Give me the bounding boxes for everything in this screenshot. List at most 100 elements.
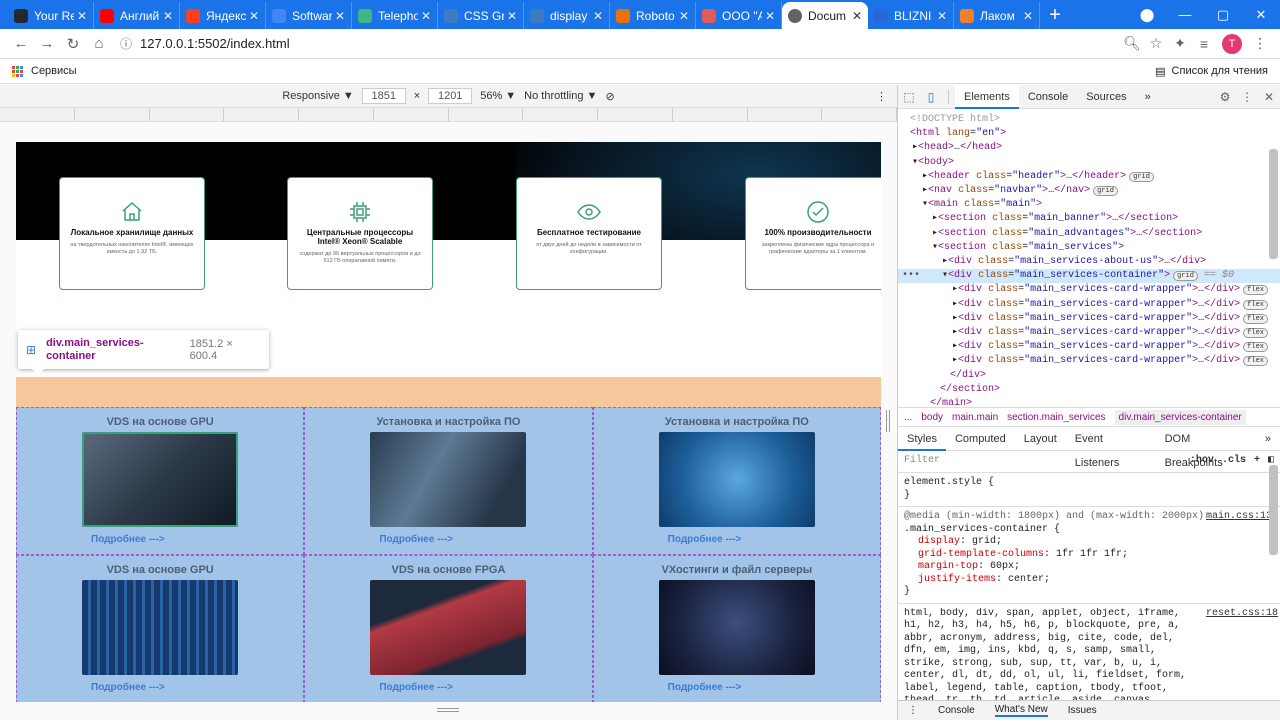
back-button[interactable]: ← xyxy=(13,35,29,52)
services-container-rule[interactable]: main.css:136 @media (min-width: 1800px) … xyxy=(898,507,1280,604)
breadcrumb-item[interactable]: main.main xyxy=(952,411,999,423)
browser-tab[interactable]: Яндекс✕ xyxy=(180,2,266,29)
tree-scrollbar[interactable] xyxy=(1269,149,1278,259)
drawer-tab-issues[interactable]: Issues xyxy=(1067,705,1097,716)
tree-line[interactable]: </section> xyxy=(940,383,1001,395)
browser-tab[interactable]: Telepho✕ xyxy=(352,2,438,29)
element-style-rule[interactable]: element.style { } xyxy=(898,473,1280,507)
tab-close-icon[interactable]: ✕ xyxy=(1023,8,1034,23)
tab-close-icon[interactable]: ✕ xyxy=(249,8,260,23)
devtools-tab-elements[interactable]: Elements xyxy=(955,84,1019,109)
reset-source-link[interactable]: reset.css:18 xyxy=(1205,607,1278,619)
styles-scrollbar[interactable] xyxy=(1269,465,1278,555)
browser-tab[interactable]: Лаком✕ xyxy=(954,2,1040,29)
devtools-tab-console[interactable]: Console xyxy=(1027,90,1069,103)
css-property[interactable]: justify-items: center; xyxy=(918,573,1051,585)
media-query-ruler[interactable] xyxy=(0,108,897,122)
browser-tab[interactable]: ООО "А✕ xyxy=(696,2,782,29)
tab-close-icon[interactable]: ✕ xyxy=(852,8,863,23)
tab-close-icon[interactable]: ✕ xyxy=(593,8,604,23)
subtab-event-listeners[interactable]: Event Listeners xyxy=(1074,432,1120,469)
browser-tab[interactable]: Docum✕ xyxy=(782,2,868,29)
tree-line[interactable]: ▸<header class="header">…</header>grid xyxy=(898,170,1280,184)
tree-line[interactable]: ▾<main class="main"> xyxy=(922,199,1043,211)
extensions-icon[interactable]: ✦ xyxy=(1174,35,1186,51)
filter-input[interactable]: Filter xyxy=(904,455,941,467)
device-toggle-icon[interactable]: ▯ xyxy=(927,89,935,104)
forward-button[interactable]: → xyxy=(39,35,55,52)
hover-state-toggle[interactable]: :hov xyxy=(1189,455,1214,467)
drawer-tab-console[interactable]: Console xyxy=(938,705,975,716)
service-more-link[interactable]: Подробнее ---> xyxy=(379,682,454,693)
tree-line[interactable]: ▸<div class="main_services-card-wrapper"… xyxy=(898,354,1280,368)
more-tabs-icon[interactable]: » xyxy=(1144,90,1151,103)
service-more-link[interactable]: Подробнее ---> xyxy=(667,534,742,545)
throttle-select[interactable]: No throttling ▼ xyxy=(524,90,598,102)
more-subtabs-icon[interactable]: » xyxy=(1264,432,1271,445)
subtab-computed[interactable]: Computed xyxy=(954,432,1006,445)
viewport-height-input[interactable]: 1201 xyxy=(428,88,473,104)
drawer-menu-icon[interactable]: ⋮ xyxy=(908,705,918,716)
computed-sidebar-icon[interactable]: ◧ xyxy=(1267,455,1274,467)
profile-avatar[interactable]: T xyxy=(1222,33,1242,54)
subtab-layout[interactable]: Layout xyxy=(1023,432,1057,445)
home-button[interactable]: ⌂ xyxy=(94,35,104,52)
horizontal-resize-handle[interactable] xyxy=(886,410,890,432)
tree-line[interactable]: ▸<div class="main_services-about-us">…</… xyxy=(942,256,1207,268)
device-more-icon[interactable]: ⋮ xyxy=(876,90,887,103)
close-window-button[interactable]: ✕ xyxy=(1255,6,1267,22)
tab-close-icon[interactable]: ✕ xyxy=(679,8,690,23)
tree-line[interactable]: ▾<body> xyxy=(912,156,955,168)
devtools-menu-icon[interactable]: ⋮ xyxy=(1241,89,1253,104)
site-info-icon[interactable]: ⓘ xyxy=(120,37,133,51)
vertical-resize-handle[interactable] xyxy=(437,708,459,712)
new-rule-icon[interactable]: + xyxy=(1253,455,1260,467)
breadcrumb-item[interactable]: ... xyxy=(904,411,913,423)
browser-tab[interactable]: Your Re✕ xyxy=(8,2,94,29)
device-mode-select[interactable]: Responsive ▼ xyxy=(282,90,354,102)
browser-tab[interactable]: Англий✕ xyxy=(94,2,180,29)
tab-close-icon[interactable]: ✕ xyxy=(421,8,432,23)
service-more-link[interactable]: Подробнее ---> xyxy=(379,534,454,545)
css-property[interactable]: display: grid; xyxy=(918,536,1003,547)
tab-close-icon[interactable]: ✕ xyxy=(937,8,948,23)
breadcrumb-item[interactable]: section.main_services xyxy=(1007,411,1106,423)
viewport-width-input[interactable]: 1851 xyxy=(361,88,406,104)
tree-line[interactable]: ▸<div class="main_services-card-wrapper"… xyxy=(898,340,1280,354)
breadcrumb-item[interactable]: body xyxy=(921,411,944,423)
zoom-select[interactable]: 56% ▼ xyxy=(480,90,517,102)
tree-line[interactable]: </main> xyxy=(930,398,973,407)
css-property[interactable]: margin-top: 60px; xyxy=(918,561,1021,572)
zoom-icon[interactable]: 🔍︎ xyxy=(1123,35,1141,51)
settings-gear-icon[interactable]: ⚙ xyxy=(1219,89,1231,104)
subtab-dom-breakpoints[interactable]: DOM Breakpoints xyxy=(1164,432,1223,469)
tree-line[interactable]: <html lang="en"> xyxy=(910,128,1007,140)
menu-icon[interactable]: ⋮ xyxy=(1253,35,1267,51)
tree-line[interactable]: ▸<head>…</head> xyxy=(912,142,1003,154)
tree-line[interactable]: ▸<nav class="navbar">…</nav>grid xyxy=(898,184,1280,198)
subtab-styles[interactable]: Styles xyxy=(898,426,946,451)
tree-line-selected[interactable]: •••▾<div class="main_services-container"… xyxy=(898,269,1280,284)
browser-tab[interactable]: Roboto✕ xyxy=(610,2,696,29)
dom-tree[interactable]: <!DOCTYPE html> <html lang="en"> ▸<head>… xyxy=(898,109,1280,407)
tree-line[interactable]: ▸<div class="main_services-card-wrapper"… xyxy=(898,283,1280,297)
rotate-icon[interactable]: ⊘ xyxy=(605,90,615,103)
reload-button[interactable]: ↻ xyxy=(66,35,80,53)
tab-close-icon[interactable]: ✕ xyxy=(507,8,518,23)
browser-tab[interactable]: BLIZNI✕ xyxy=(868,2,954,29)
service-more-link[interactable]: Подробнее ---> xyxy=(91,682,165,693)
minimize-button[interactable]: — xyxy=(1178,7,1192,22)
new-tab-button[interactable]: + xyxy=(1049,4,1061,26)
bookmark-services[interactable]: Сервисы xyxy=(31,65,77,77)
browser-tab[interactable]: display✕ xyxy=(524,2,610,29)
service-more-link[interactable]: Подробнее ---> xyxy=(667,682,742,693)
apps-icon[interactable] xyxy=(12,65,23,77)
drawer-tab-whatsnew[interactable]: What's New xyxy=(994,704,1048,717)
tab-close-icon[interactable]: ✕ xyxy=(765,8,776,23)
tree-line[interactable]: ▸<div class="main_services-card-wrapper"… xyxy=(898,298,1280,312)
class-toggle[interactable]: .cls xyxy=(1221,455,1246,467)
tree-line[interactable]: </div> xyxy=(950,369,987,381)
devtools-tab-sources[interactable]: Sources xyxy=(1086,90,1127,103)
breadcrumb-item[interactable]: div.main_services-container xyxy=(1114,409,1246,425)
profile-dropdown-icon[interactable]: ⬤ xyxy=(1139,6,1155,22)
